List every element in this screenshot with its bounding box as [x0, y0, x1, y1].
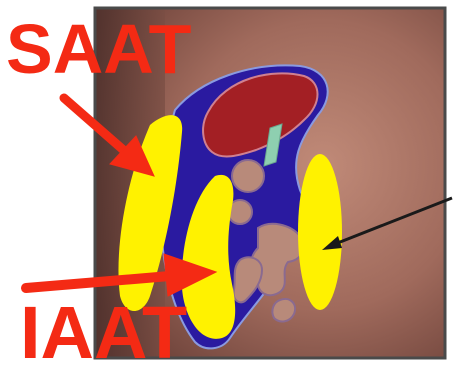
saat-label: SAAT: [6, 14, 191, 84]
iaat-label: IAAT: [20, 296, 187, 370]
retroperitoneal-fat: [298, 154, 342, 310]
